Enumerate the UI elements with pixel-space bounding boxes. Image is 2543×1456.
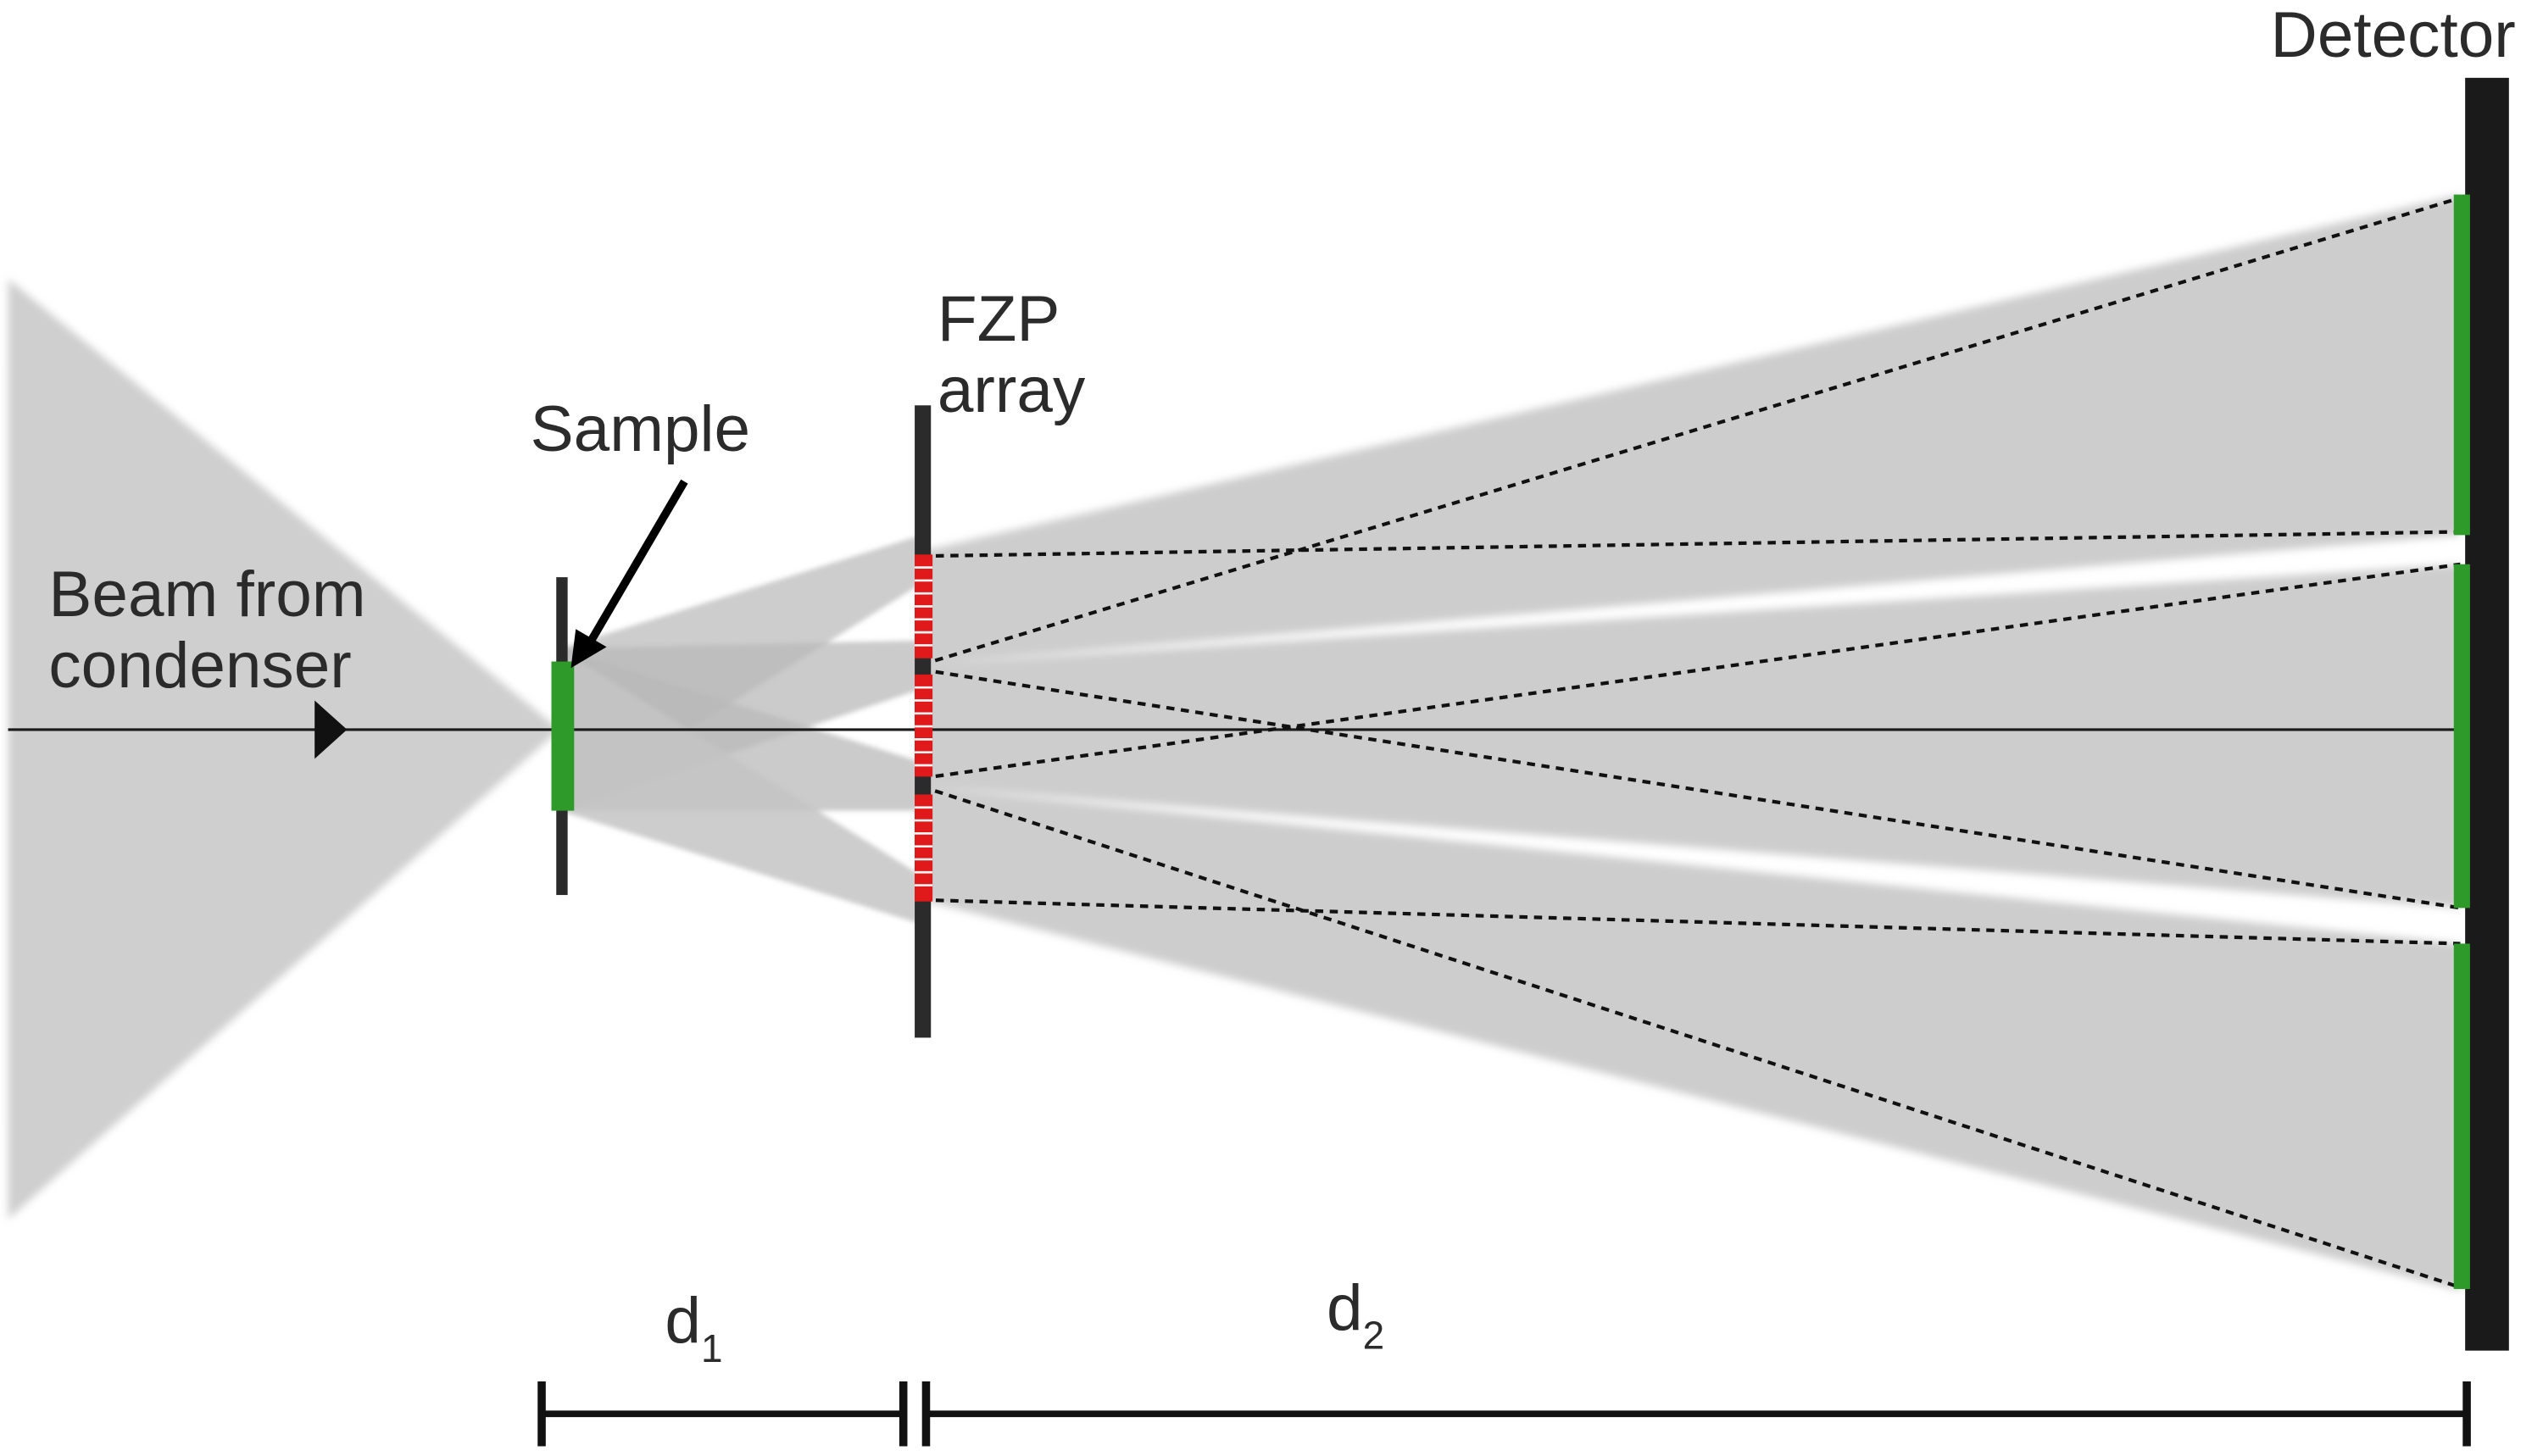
ray-mid-2: [921, 668, 2461, 910]
detector: [2465, 77, 2509, 1351]
d2-label-sub: 2: [1363, 1314, 1385, 1358]
detector-label: Detector: [2271, 0, 2516, 71]
beam-label: Beam from condenser: [48, 559, 383, 702]
sample-pointer-line: [587, 479, 688, 645]
detector-image-top: [2453, 194, 2470, 536]
fzp-to-detector-beams: [921, 194, 2461, 1291]
fzp-label: FZP array: [938, 283, 1086, 426]
sample-pointer-arrowhead-icon: [570, 629, 607, 669]
beam-label-line2: condenser: [48, 630, 351, 702]
fzp-zone-gaps: [915, 566, 933, 886]
d1-label-base: d: [665, 1285, 701, 1357]
d2-label-base: d: [1327, 1272, 1363, 1344]
ray-mid-1: [921, 562, 2461, 781]
ray-lines: [921, 196, 2462, 1290]
fzp-label-line1: FZP: [938, 283, 1060, 355]
d2-label: d2: [1327, 1272, 1384, 1358]
distance-scale: [537, 1381, 2471, 1447]
arrowhead-right-icon: [314, 700, 348, 759]
d1-label-sub: 1: [701, 1326, 723, 1370]
condenser-beam-cone: [8, 279, 560, 1220]
fzp-label-line2: array: [938, 354, 1086, 426]
ray-bot-2: [921, 784, 2462, 1290]
detector-images: [2453, 194, 2470, 1289]
sample: [551, 661, 575, 811]
sample-label: Sample: [531, 393, 750, 465]
ray-top-1: [921, 196, 2462, 667]
beam-label-line1: Beam from: [48, 559, 365, 631]
d1-label: d1: [665, 1285, 722, 1370]
detector-image-middle: [2453, 564, 2470, 909]
detector-image-bottom: [2453, 943, 2470, 1289]
